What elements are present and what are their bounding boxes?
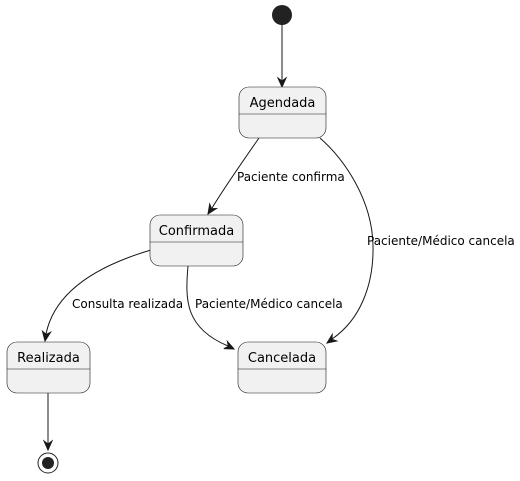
label-agendada-to-cancelada: Paciente/Médico cancela — [367, 234, 515, 248]
label-agendada-to-confirmada: Paciente confirma — [237, 170, 345, 184]
state-realizada: Realizada — [6, 341, 91, 394]
state-agendada: Agendada — [238, 86, 327, 139]
transition-start-to-agendada — [276, 25, 288, 89]
state-cancelada: Cancelada — [237, 341, 327, 394]
state-cancelada-label: Cancelada — [248, 351, 316, 366]
state-realizada-label: Realizada — [17, 351, 80, 366]
transition-agendada-to-confirmada — [207, 137, 260, 216]
final-state-marker — [37, 452, 59, 474]
transition-agendada-to-cancelada — [319, 137, 374, 344]
initial-state-marker — [272, 5, 292, 25]
transition-confirmada-to-realizada — [41, 249, 152, 343]
label-confirmada-to-realizada: Consulta realizada — [72, 297, 183, 311]
state-confirmada: Confirmada — [149, 214, 244, 267]
state-confirmada-label: Confirmada — [159, 224, 234, 239]
transition-realizada-to-final — [42, 393, 54, 452]
label-confirmada-to-cancelada: Paciente/Médico cancela — [195, 297, 343, 311]
state-agendada-label: Agendada — [250, 96, 316, 111]
transition-confirmada-to-cancelada — [186, 265, 236, 350]
